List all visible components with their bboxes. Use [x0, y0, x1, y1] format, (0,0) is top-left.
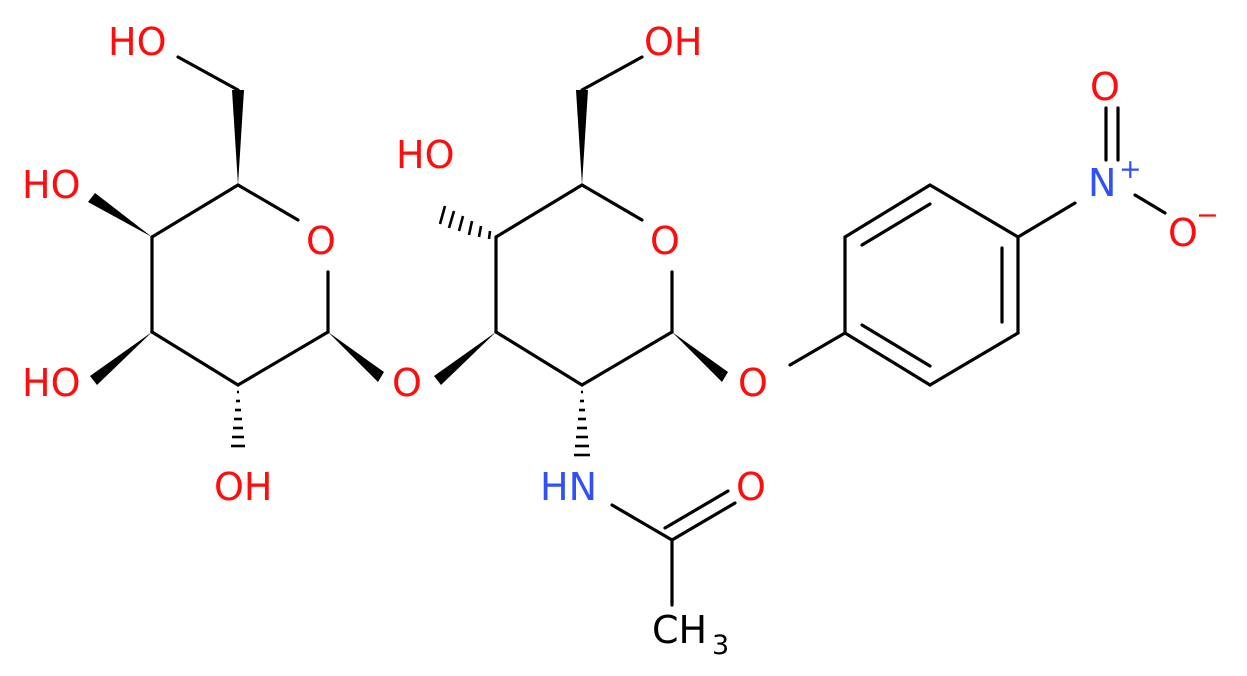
glycosidic-oxygen-label: O [392, 361, 422, 405]
glcnac-c1-wedge [672, 332, 728, 382]
amide-oxygen-label: O [736, 465, 766, 509]
phenyl-ether-oxygen-label: O [738, 361, 768, 405]
acetamide-bonds [610, 489, 737, 607]
nitro-oxygen-right-label: O [1168, 211, 1198, 255]
galactose-ch2oh-label: HO [108, 20, 166, 64]
galactose-ch2-oh-bond [176, 55, 240, 92]
glcnac-ring-bonds [494, 183, 674, 387]
galactose-c3-wedge [90, 332, 152, 385]
galactose-oh3-label: HO [22, 361, 80, 405]
glcnac-oh4-label: HO [396, 133, 454, 177]
galactose-c4-wedge [88, 193, 152, 237]
galactose-c2-hash [231, 390, 245, 448]
amide-nh-label: HN [540, 465, 597, 509]
nitro-nitrogen-label: N [1088, 161, 1116, 205]
galactose-oh2-label: OH [214, 465, 272, 509]
glcnac-c6-wedge [576, 90, 588, 185]
glcnac-ch2-oh-bond [580, 55, 644, 92]
galactose-oh4-label: HO [22, 163, 80, 207]
nitro-nitrogen-charge: + [1119, 154, 1142, 185]
galactose-c1-wedge [328, 332, 384, 382]
methyl-subscript: 3 [712, 630, 729, 661]
glcnac-ch2oh-label: OH [644, 20, 702, 64]
glcnac-ring-oxygen-label: O [650, 219, 680, 263]
nitro-oxygen-charge: − [1196, 200, 1219, 231]
glcnac-c3-wedge [434, 332, 496, 385]
nitro-oxygen-top-label: O [1090, 65, 1120, 109]
galactose-c6-wedge [232, 90, 244, 185]
galactose-ring-oxygen-label: O [306, 219, 336, 263]
galactose-ring-bonds [150, 183, 330, 387]
methyl-label: CH [652, 608, 707, 652]
glcnac-c4-hash [438, 205, 492, 240]
atom-labels: HO HO HO OH O O OH HO O O HN O CH 3 N + … [22, 20, 1219, 661]
glcnac-c2-hash [574, 390, 590, 457]
phenyl-ring-bonds [788, 106, 1167, 387]
